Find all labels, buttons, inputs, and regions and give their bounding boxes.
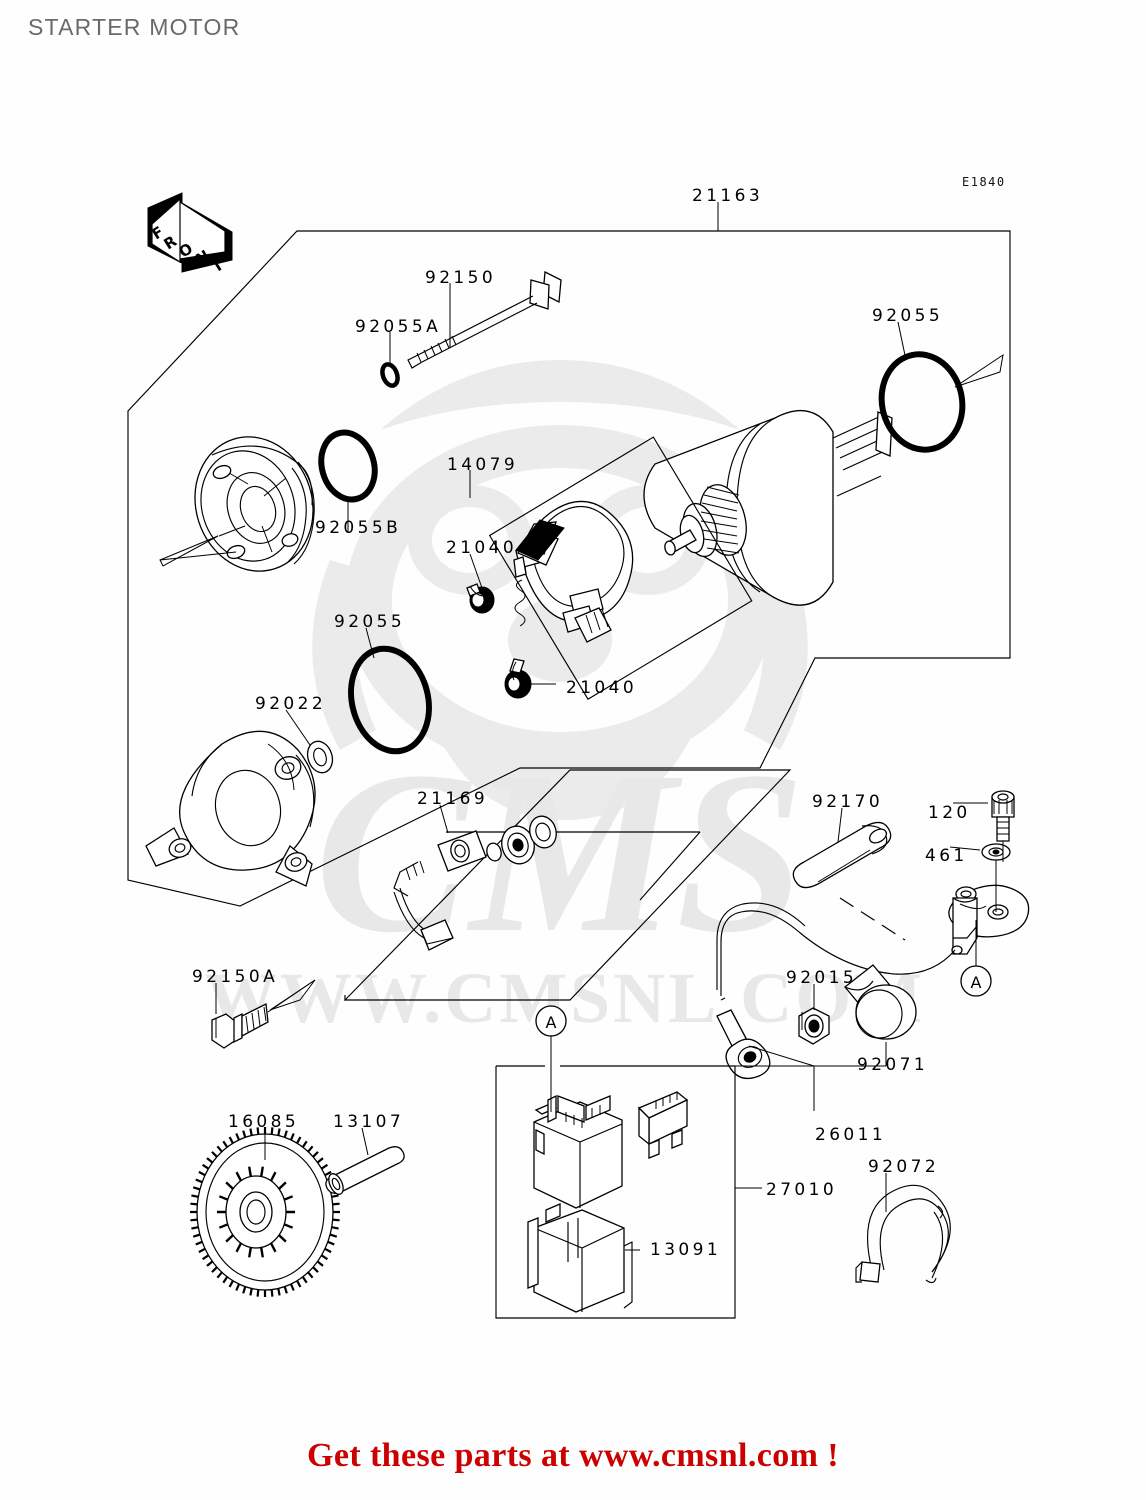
part-label-starter-gear: 16085 [228, 1112, 300, 1132]
part-92071-grommet [844, 964, 917, 1040]
subassembly-21169-box [343, 769, 792, 1001]
leader-lines [215, 202, 1004, 1251]
front-arrow-icon: F R O N T [147, 192, 233, 276]
part-120-bolt [991, 790, 1015, 842]
part-92055A-oring [380, 362, 400, 388]
page-title: STARTER MOTOR [28, 14, 241, 40]
part-fuse [637, 1091, 689, 1159]
part-motor-yoke-armature [643, 410, 893, 606]
part-label-clamp: 92170 [812, 792, 884, 812]
part-end-housing-right [145, 730, 316, 887]
part-label-starter-motor-assembly: 21163 [692, 186, 764, 206]
part-461-washer [981, 843, 1011, 861]
part-label-through-bolt: 92150 [425, 268, 497, 288]
footer-promo-text: Get these parts at www.cmsnl.com ! [306, 1437, 839, 1474]
part-label-o-ring-right: 92055 [872, 306, 944, 326]
part-label-brush-lower: 21040 [566, 678, 638, 698]
part-92015-nut [798, 1007, 830, 1045]
part-21040-brush-lower [504, 658, 532, 699]
part-label-brush-holder-lead: 21169 [417, 789, 489, 809]
part-92150A-bolt [211, 979, 316, 1049]
part-92055-oring-right [878, 351, 1004, 453]
subassembly-14079-box [488, 436, 753, 701]
part-13091-relay-holder [527, 1203, 633, 1313]
part-21040-brush-upper [466, 583, 495, 614]
reference-marks: A A [535, 965, 992, 1037]
part-label-brush-upper: 21040 [446, 538, 518, 558]
part-92055-oring-left [348, 645, 432, 755]
part-label-washer: 92022 [255, 694, 327, 714]
part-terminal-assembly [948, 884, 1030, 955]
part-label-band-clamp: 92072 [868, 1157, 940, 1177]
part-label-bolt-socket: 120 [928, 803, 971, 823]
part-brush-plate [513, 500, 634, 643]
part-21169-lead-assembly [393, 815, 557, 951]
part-label-o-ring-b: 92055B [315, 518, 402, 538]
part-13107-shaft [325, 1146, 405, 1195]
part-label-washer-plain: 461 [925, 846, 968, 866]
part-label-o-ring-small: 92055A [355, 317, 442, 337]
part-label-nut: 92015 [786, 968, 858, 988]
part-label-starter-relay: 27010 [766, 1180, 838, 1200]
part-starter-relay [533, 1094, 623, 1209]
part-label-brush-plate-assembly: 14079 [447, 455, 519, 475]
part-label-o-ring-left: 92055 [334, 612, 406, 632]
part-label-relay-holder: 13091 [650, 1240, 722, 1260]
part-label-bolt-flange: 92150A [192, 967, 279, 987]
part-end-cover-left [159, 436, 315, 572]
part-26011-cable [716, 897, 956, 1080]
sheet-code: E1840 [962, 175, 1006, 189]
part-92170-clamp [792, 821, 892, 889]
part-92150-through-bolt [407, 270, 562, 369]
part-label-wire-lead: 26011 [815, 1125, 887, 1145]
part-label-shaft: 13107 [333, 1112, 405, 1132]
part-92072-band-clamp [855, 1184, 951, 1284]
part-label-grommet: 92071 [857, 1055, 929, 1075]
svg-text:A: A [971, 973, 982, 992]
subassembly-27010-box [495, 1065, 736, 1319]
part-16085-starter-gear [190, 1127, 340, 1297]
part-92055B-oring [318, 429, 378, 503]
svg-text:A: A [546, 1013, 557, 1032]
part-92022-washer [306, 740, 334, 774]
assembly-outline-21163 [127, 230, 1011, 907]
